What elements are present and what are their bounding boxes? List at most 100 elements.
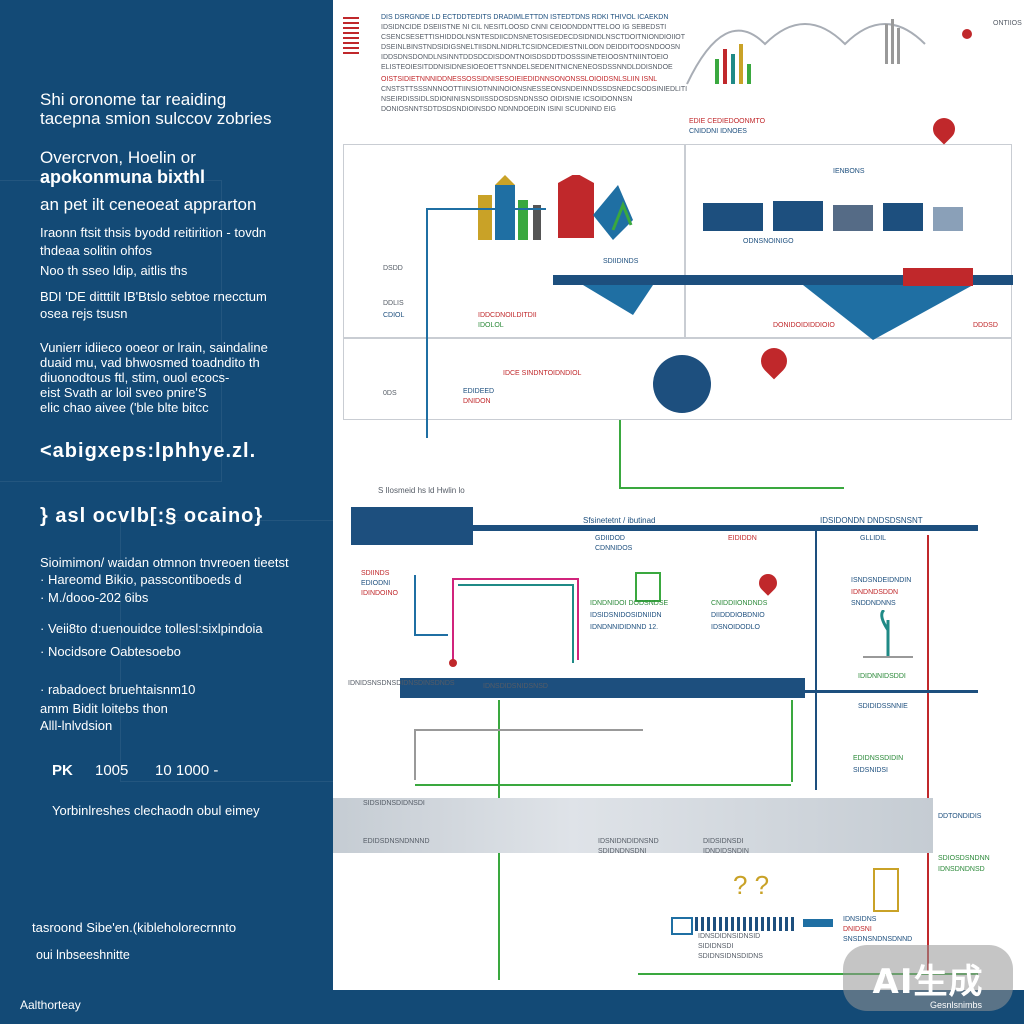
doc-caption: EDIE CEDIEDOONMTO xyxy=(689,118,766,125)
background-decoration xyxy=(120,520,333,782)
flow-label: SDIDIDSSNNIE xyxy=(858,703,908,710)
globe-icon xyxy=(653,355,711,413)
flow-connector xyxy=(633,690,978,693)
stat-value: 10 1000 - xyxy=(155,762,219,779)
flow-label: SDIOSDSNDNN xyxy=(938,855,990,862)
flow-divider xyxy=(815,530,817,790)
flow-connector-illustration xyxy=(414,729,791,786)
map-label: IDNDIDSNDIN xyxy=(703,848,749,855)
location-pin-icon xyxy=(755,570,781,596)
diagram-label: IDOLOL xyxy=(478,322,504,329)
panel-paragraph: osea rejs tsusn xyxy=(40,306,128,321)
flow-label: EDIODNI xyxy=(361,580,391,587)
flow-connector xyxy=(638,973,978,975)
badge-caption: Gesnlsnimbs xyxy=(930,1000,983,1010)
flow-progress-bar xyxy=(400,678,805,698)
panel-heading: apokonmuna bixthl xyxy=(40,167,206,187)
flow-label: IDNDNDSDDN xyxy=(851,589,899,596)
panel-list-item: · rabadoect bruehtaisnm10 xyxy=(40,682,196,697)
flow-label: EDIDNSSDIDIN xyxy=(853,755,904,762)
panel-list-item: · Veii8to d:uenouidce tollesl:sixlpindoi… xyxy=(40,621,263,636)
window-icon xyxy=(671,917,693,935)
connector-line xyxy=(619,420,621,488)
diagram-label: IDCE SINDNTOIDNDIOL xyxy=(503,370,582,377)
section-caption: S Ilosmeid hs ld Hwlin lo xyxy=(378,486,465,495)
panel-list-item: · Nocidsore Oabtesoebo xyxy=(40,644,181,659)
map-label: SIDSIDNSDIDNSDI xyxy=(363,800,425,807)
doc-text-line: ELISTEOIESITDDNISIDNESIOEOETTSNNDELSEDEN… xyxy=(381,64,673,71)
flow-label: IDNIDSNSDNSDIDNSDINSDNDS xyxy=(348,680,455,687)
panel-paragraph: Vunierr idiieco ooeor or lrain, saindali… xyxy=(40,340,268,355)
panel-paragraph: duaid mu, vad bhwosmed toadndito th xyxy=(40,355,260,370)
panel-heading: Overcrvon, Hoelin or xyxy=(40,148,196,167)
document-icon xyxy=(635,572,661,602)
connector-line xyxy=(426,208,428,438)
flow-label: SIDSNIDSI xyxy=(853,767,889,774)
flow-label: DDTONDIDIS xyxy=(938,813,982,820)
arch-illustration xyxy=(686,19,972,85)
diagram-label: DNIDON xyxy=(463,398,491,405)
flow-label: IDNSDIDSNIDSNSD xyxy=(483,683,548,690)
diagram-label: EDIDEED xyxy=(463,388,495,395)
map-label: IDNSDIDNSIDNSID xyxy=(698,933,761,940)
flow-divider xyxy=(927,535,929,975)
diagram-label: ODNSNOINIGO xyxy=(743,238,794,245)
panel-list-item: · M./dooo-202 6ibs xyxy=(40,590,149,605)
panel-title: Shi oronome tar reaiding xyxy=(40,90,227,109)
diagram-label: DONIDOIDIDDIOIO xyxy=(773,322,835,329)
doc-text-line: DSEINLBINSTNDSIDIGSNELTIISDNLNIDRLTCSIDN… xyxy=(381,44,681,51)
map-label: SNSDNSNDNSDNND xyxy=(843,936,913,943)
flow-subheading: GLLIDIL xyxy=(860,535,887,542)
flow-label: IDIDNNIDSDDI xyxy=(858,673,906,680)
doc-text-line: IDSIDNCIDE DSEIISTNE NI CIL NESITLOOSD C… xyxy=(381,24,667,31)
flow-subheading: GDIIDOD xyxy=(595,535,625,542)
map-band-illustration xyxy=(333,798,933,853)
map-label: IDNSDNDNSD xyxy=(938,866,985,873)
doc-text-line: CNSTSTTSSSNNNOOTTIINSIOTNNINOIONSNESSEON… xyxy=(381,86,688,93)
document-area: DIS DSRGNDE LD ECTDDTEDITS DRADIMLETTDN … xyxy=(333,0,1024,990)
diagram-label: 0DS xyxy=(383,390,397,397)
flow-label: SNDDNDNNS xyxy=(851,600,896,607)
background-decoration xyxy=(0,180,222,482)
footer-credit: Aalthorteay xyxy=(20,998,81,1012)
barcode-graphic xyxy=(695,917,795,931)
red-index-marks xyxy=(343,16,359,54)
flow-label: IDNDNIDOI DODSNDSE xyxy=(590,600,669,607)
doc-text-line: IDDSDNSDONDLNSINNTDDSDCDISDONTNOISDSDDTD… xyxy=(381,54,669,61)
flow-label: IDINDOINO xyxy=(361,590,398,597)
panel-footnote: oui lnbseeshnitte xyxy=(36,948,130,962)
panel-paragraph: Noo th sseo ldip, aitlis ths xyxy=(40,263,188,278)
left-info-panel: Shi oronome tar reaiding tacepna smion s… xyxy=(0,0,333,1024)
diagram-label: DSDD xyxy=(383,265,403,272)
doc-text-line: DONIOSNNTSDTDSDSNDIOINSDO NDNNDOEDIN ISI… xyxy=(381,106,616,113)
connector-line xyxy=(619,487,844,489)
map-label: SDIDNDNSDNI xyxy=(598,848,647,855)
panel-list-item: · Hareomd Bikio, passcontiboeds d xyxy=(40,572,242,587)
panel-tagline: Yorbinlreshes clechaodn obul eimey xyxy=(52,803,260,818)
panel-list-item: Alll-lnlvdsion xyxy=(40,718,113,733)
flow-divider xyxy=(791,700,793,782)
flow-main-bar xyxy=(473,525,978,531)
panel-paragraph: Iraonn ftsit thsis byodd reitirition - t… xyxy=(40,225,267,240)
stat-label: PK xyxy=(52,762,73,779)
map-label: IDNSIDNS xyxy=(843,916,877,923)
doc-caption: CNIDDNI IDNOES xyxy=(689,128,747,135)
map-label: SIDIDNSDI xyxy=(698,943,734,950)
flow-label: ISNDSNDEIDNDIN xyxy=(851,577,912,584)
connector-line xyxy=(426,208,546,210)
panel-paragraph: eist Svath ar loil sveo pnire'S xyxy=(40,385,207,400)
panel-list-item: amm Bidit loitebs thon xyxy=(40,701,168,716)
map-label: IDSNIDNDIDNSND xyxy=(598,838,659,845)
flow-label: SDIINDS xyxy=(361,570,390,577)
doc-text-line: DIS DSRGNDE LD ECTDDTEDITS DRADIMLETTDN … xyxy=(381,14,669,21)
map-label: SDIDNSIDNSDIDNS xyxy=(698,953,763,960)
flow-band-illustration xyxy=(553,268,1013,340)
question-marks: ? ? xyxy=(733,870,770,900)
diagram-label: IENBONS xyxy=(833,168,865,175)
flow-label: DIIDDDIOBDNIO xyxy=(711,612,765,619)
flow-subheading: CDNNIDOS xyxy=(595,545,633,552)
building-row-illustration xyxy=(703,201,963,231)
panel-heading: an pet ilt ceneoeat apprarton xyxy=(40,195,257,214)
doc-caption: ONTIIOS xyxy=(993,20,1022,27)
doc-text-line: CSENCSESETTISHIDDOLNSNTESDIICDNSNETOSISE… xyxy=(381,34,686,41)
